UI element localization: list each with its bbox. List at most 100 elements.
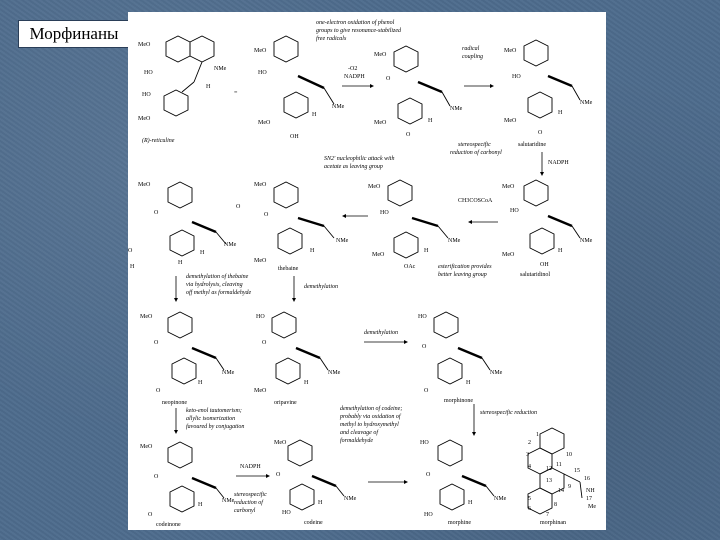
nadph-label: NADPH (548, 160, 569, 166)
morphinone-structure: HO O NMe H O morphinone (418, 311, 503, 404)
thebaine-mechanism-structure: MeO O NMe H O O H H (128, 181, 241, 270)
reticuline-structure: MeO HO NMe H HO MeO = (R)-reticuline (138, 35, 238, 144)
meo-label: MeO (502, 252, 515, 258)
salutaridinol-structure: MeO HO NMe H MeO OH salutaridinol (502, 179, 593, 278)
compound-name-codeine: codeine (304, 520, 323, 526)
ho-label: HO (424, 512, 433, 518)
nme-label: NMe (222, 370, 235, 376)
h-label: H (178, 260, 183, 266)
h-label: H (468, 500, 473, 506)
nh-label: NH (586, 488, 595, 494)
h-label: H (200, 250, 205, 256)
h-label: H (198, 502, 203, 508)
o-label: O (406, 132, 411, 138)
compound-name-salutaridine: salutaridine (518, 142, 546, 148)
h-label: H (558, 248, 563, 254)
nme-label: NMe (328, 370, 341, 376)
compound-name-reticuline: (R)-reticuline (142, 137, 175, 144)
note-line: better leaving group (438, 272, 487, 278)
atom-number: 7 (546, 512, 549, 518)
nme-label: NMe (580, 238, 593, 244)
radical-intermediate-structure: MeO O NMe H MeO O (374, 45, 463, 138)
coupling-note: radical coupling (462, 46, 494, 88)
meo-label: MeO (254, 182, 267, 188)
meo-label: MeO (254, 388, 267, 394)
note-line: SN2' nucleophilic attack with (324, 156, 394, 162)
meo-label: MeO (140, 314, 153, 320)
meo-label: MeO (138, 182, 151, 188)
carbonyl-reduction-note: stereospecific reduction of carbonyl NAD… (450, 141, 569, 176)
compound-name-morphinone: morphinone (444, 398, 473, 404)
compound-name-neopinone: neopinone (162, 400, 187, 406)
compound-name-morphine: morphine (448, 520, 471, 526)
note-line: carbonyl (234, 508, 256, 514)
note-line: free radicals (316, 35, 347, 42)
note-line: reduction of carbonyl (450, 149, 502, 156)
demethylation-note: demethylation (292, 276, 338, 302)
meo-label: MeO (258, 120, 271, 126)
atom-number: 1 (536, 432, 539, 438)
arrowhead (404, 480, 408, 484)
oac-label: OAc (404, 264, 416, 270)
neopinone-structure: MeO O NMe H O neopinone (140, 311, 235, 406)
nme-label: NMe (224, 242, 237, 248)
h-label: H (558, 110, 563, 116)
meo-label: MeO (274, 440, 287, 446)
oripavine-structure: HO O NMe H MeO oripavine (254, 311, 341, 406)
meo-label: MeO (368, 184, 381, 190)
meo-label: MeO (254, 258, 267, 264)
o-label: O (154, 210, 159, 216)
meo-label: MeO (372, 252, 385, 258)
codeinone-structure: MeO O NMe H O codeinone (140, 441, 235, 528)
reticuline-conformer-structure: MeO HO NMe H MeO OH (254, 35, 345, 140)
salutaridine-structure: MeO HO NMe H MeO O salutaridine (504, 39, 593, 148)
demethylation-note-2: demethylation (364, 330, 408, 344)
ho-label: HO (420, 440, 429, 446)
oxidation-note: one-electron oxidation of phenol groups … (316, 19, 402, 88)
nme-label: NMe (222, 498, 235, 504)
thebaine-structure: MeO O NMe H MeO thebaine (254, 181, 349, 272)
o-label: O (154, 474, 159, 480)
note-line: and cleavage of (340, 429, 379, 436)
o-label: O (148, 512, 153, 518)
note-line: radical (462, 46, 480, 52)
atom-number: 9 (568, 484, 571, 490)
slide-title: Морфинаны (18, 20, 130, 48)
h-label: H (198, 380, 203, 386)
compound-name-thebaine: thebaine (278, 266, 299, 272)
ho-label: HO (510, 208, 519, 214)
ho-label: HO (258, 70, 267, 76)
note-line: via hydrolysis, cleaving (186, 282, 243, 288)
demethylation-thebaine-note: demethylation of thebaine via hydrolysis… (174, 273, 251, 302)
stereospecific-reduction-note: stereospecific reduction (472, 404, 537, 436)
morphine-structure: HO O NMe H HO morphine (420, 439, 507, 526)
h-label: H (312, 112, 317, 118)
atom-number: 3 (526, 452, 529, 458)
meo-label: MeO (138, 116, 151, 122)
note-line: stereospecific (234, 491, 267, 498)
nadph-label: NADPH (344, 74, 365, 80)
meo-label: MeO (502, 184, 515, 190)
o-label: O (426, 472, 431, 478)
nme-label: NMe (580, 100, 593, 106)
note-line: allylic isomerization (186, 416, 235, 422)
h-label: H (424, 248, 429, 254)
nme-label: NMe (332, 104, 345, 110)
note-line: stereospecific (458, 141, 491, 148)
o-label: O (422, 344, 427, 350)
esterification-note: CH3COSCoA esterification provides better… (438, 198, 498, 278)
meo-label: MeO (374, 120, 387, 126)
atom-number: 17 (586, 496, 592, 502)
morphinan-skeleton-structure: 1 2 3 4 5 6 7 8 9 10 11 12 13 14 15 16 1… (526, 427, 596, 526)
tautomerism-note: keto-enol tautomerism; allylic isomeriza… (174, 408, 244, 434)
note-line: off methyl as formaldehyde (186, 289, 251, 296)
note-line: esterification provides (438, 263, 492, 270)
meo-label: MeO (504, 48, 517, 54)
o-label: O (264, 212, 269, 218)
o-label: O (236, 204, 241, 210)
demethylation-codeine-note: demethylation of codeine; probably via o… (339, 405, 402, 444)
ho-label: HO (418, 314, 427, 320)
note-line: demethylation (364, 330, 398, 336)
atom-number: 16 (584, 476, 590, 482)
nme-label: NMe (214, 66, 227, 72)
